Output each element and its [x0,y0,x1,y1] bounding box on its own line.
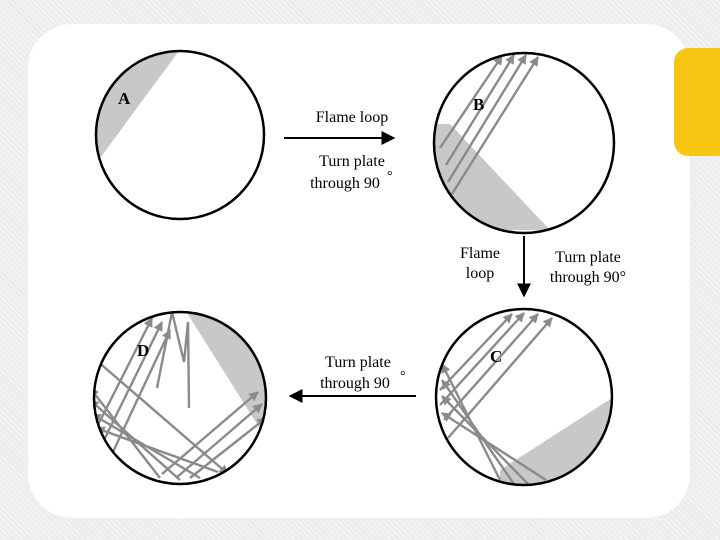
step-c-to-d: Turn plate through 90 ° [290,354,416,396]
plate-d-label: D [137,341,149,360]
step-a-to-b-degree: ° [387,169,393,184]
step-a-to-b-line3: through 90 [310,175,380,192]
plate-a-label: A [118,89,131,108]
step-c-to-d-degree: ° [400,369,406,384]
plate-d-shade [182,305,272,432]
step-b-to-c: Flame loop Turn plate through 90° [460,236,626,296]
step-b-to-c-turn2: through 90° [550,269,626,286]
zigzag-streak [157,312,189,408]
plate-c: C [436,309,615,490]
plate-a: A [80,40,264,219]
step-b-to-c-turn1: Turn plate [555,249,621,266]
plate-b-shade [430,124,550,230]
streak-line [104,322,162,440]
step-a-to-b-line2: Turn plate [319,153,385,170]
plate-c-label: C [490,347,502,366]
streak-line [440,313,524,405]
plate-d: D [90,305,272,484]
step-a-to-b-line1: Flame loop [316,109,388,126]
plate-a-outline [96,51,264,219]
plate-b: B [430,53,614,233]
step-c-to-d-line2: through 90 [320,375,390,392]
step-a-to-b: Flame loop Turn plate through 90 ° [284,109,394,192]
step-c-to-d-line1: Turn plate [325,354,391,371]
plate-b-label: B [473,95,484,114]
step-b-to-c-flame1: Flame [460,245,500,262]
step-b-to-c-flame2: loop [466,265,494,282]
